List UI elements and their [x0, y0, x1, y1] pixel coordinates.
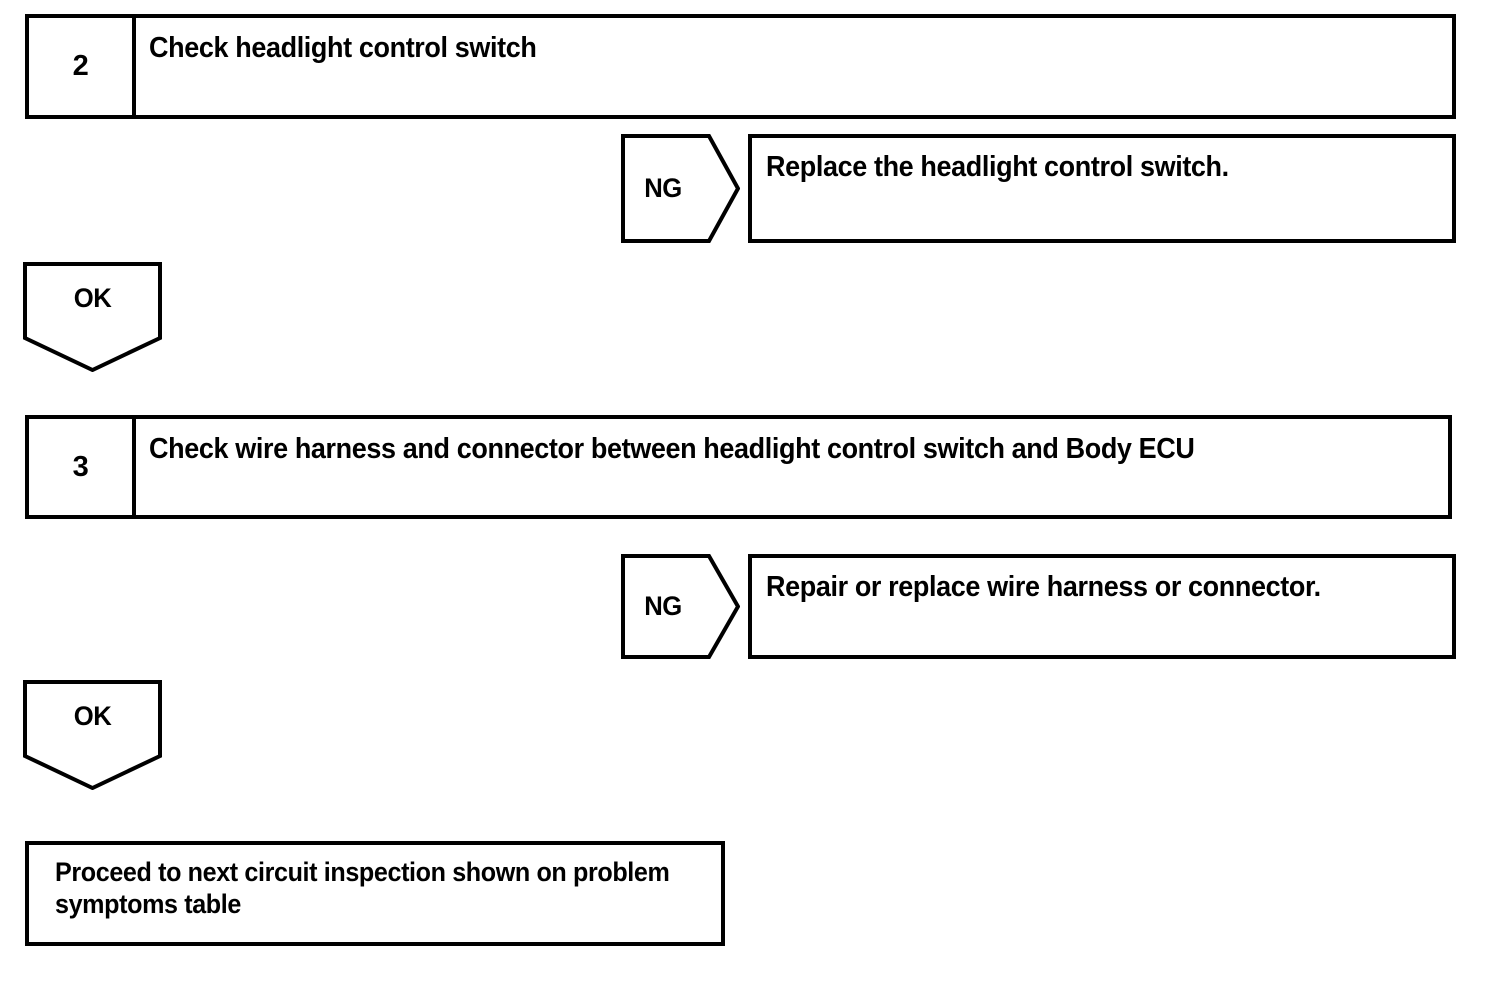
ok-label-2: OK [73, 282, 112, 313]
step-number-2: 2 [29, 18, 136, 115]
ok-arrow-2: OK [23, 262, 162, 372]
ok-arrow-shape [23, 680, 162, 790]
terminal-box: Proceed to next circuit inspection shown… [25, 841, 725, 946]
ng-arrow-shape [621, 134, 740, 243]
step-title-3: Check wire harness and connector between… [149, 433, 1195, 465]
ng-label-2: NG [644, 173, 682, 203]
ng-result-box-2: Replace the headlight control switch. [748, 134, 1456, 243]
ng-arrow-3: NG [621, 554, 740, 659]
ng-result-text-2: Replace the headlight control switch. [766, 151, 1229, 183]
ok-arrow-shape [23, 262, 162, 372]
ng-arrow-2: NG [621, 134, 740, 243]
ng-result-box-3: Repair or replace wire harness or connec… [748, 554, 1456, 659]
ok-arrow-3: OK [23, 680, 162, 790]
ng-result-text-3: Repair or replace wire harness or connec… [766, 571, 1321, 603]
ng-arrow-shape [621, 554, 740, 659]
ok-label-3: OK [73, 700, 112, 731]
step-box-2: 2 Check headlight control switch [25, 14, 1456, 119]
ng-label-3: NG [644, 591, 682, 621]
terminal-text: Proceed to next circuit inspection shown… [55, 857, 670, 919]
step-title-2: Check headlight control switch [149, 32, 537, 64]
step-number-3: 3 [29, 419, 136, 515]
step-box-3: 3 Check wire harness and connector betwe… [25, 415, 1452, 519]
